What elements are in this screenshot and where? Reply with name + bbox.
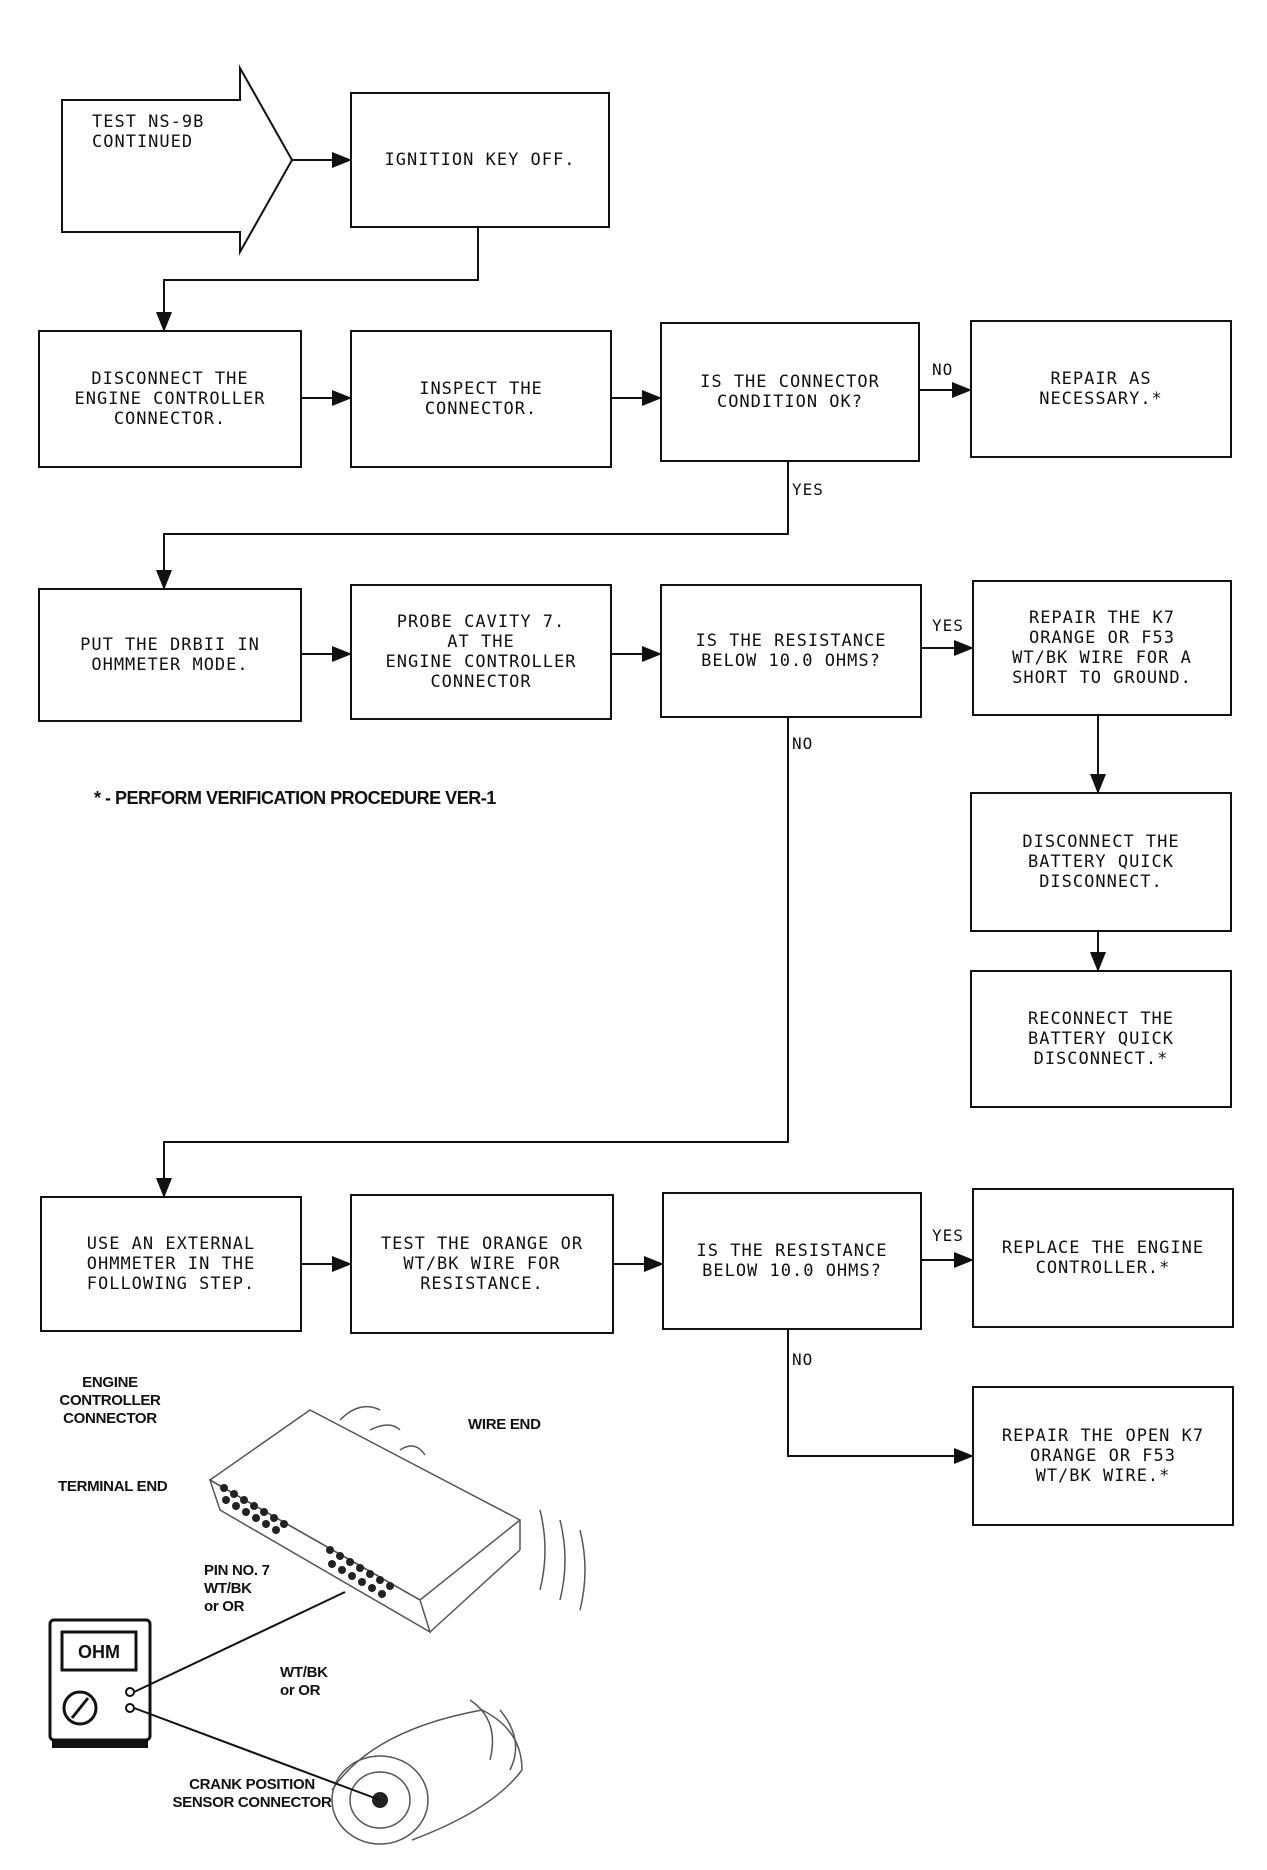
step-put-drbii: PUT THE DRBII IN OHMMETER MODE. bbox=[38, 588, 302, 722]
branch-no-2: NO bbox=[792, 734, 814, 753]
verification-footnote: * - PERFORM VERIFICATION PROCEDURE VER-1 bbox=[94, 788, 496, 808]
terminal-pins bbox=[220, 1484, 394, 1808]
decision-resistance-2: IS THE RESISTANCE BELOW 10.0 OHMS? bbox=[662, 1192, 922, 1330]
wire-end-label: WIRE END bbox=[468, 1416, 541, 1433]
step-repair-short: REPAIR THE K7 ORANGE OR F53 WT/BK WIRE F… bbox=[972, 580, 1232, 716]
start-arrow-shape bbox=[61, 64, 294, 256]
pin-no7-label: PIN NO. 7 WT/BK or OR bbox=[204, 1562, 270, 1615]
step-disconnect-battery: DISCONNECT THE BATTERY QUICK DISCONNECT. bbox=[970, 792, 1232, 932]
branch-yes-1: YES bbox=[792, 480, 824, 499]
step-inspect-connector: INSPECT THE CONNECTOR. bbox=[350, 330, 612, 468]
ohmmeter-icon bbox=[48, 1618, 152, 1748]
step-ignition-off: IGNITION KEY OFF. bbox=[350, 92, 610, 228]
connector-illustration: OHM bbox=[48, 1405, 586, 1845]
start-arrow-label: TEST NS-9B CONTINUED bbox=[92, 112, 205, 152]
terminal-end-label: TERMINAL END bbox=[58, 1478, 168, 1495]
decision-connector-ok: IS THE CONNECTOR CONDITION OK? bbox=[660, 322, 920, 462]
meter-display-text: OHM bbox=[78, 1642, 120, 1662]
step-probe-cavity: PROBE CAVITY 7. AT THE ENGINE CONTROLLER… bbox=[350, 584, 612, 720]
crank-sensor-label: CRANK POSITION SENSOR CONNECTOR bbox=[172, 1776, 332, 1811]
step-repair-open: REPAIR THE OPEN K7 ORANGE OR F53 WT/BK W… bbox=[972, 1386, 1234, 1526]
branch-no-3: NO bbox=[792, 1350, 814, 1369]
branch-yes-3: YES bbox=[932, 1226, 964, 1245]
step-test-wire: TEST THE ORANGE OR WT/BK WIRE FOR RESIST… bbox=[350, 1194, 614, 1334]
decision-resistance-1: IS THE RESISTANCE BELOW 10.0 OHMS? bbox=[660, 584, 922, 718]
engine-controller-connector-label: ENGINE CONTROLLER CONNECTOR bbox=[59, 1374, 161, 1427]
step-replace-controller: REPLACE THE ENGINE CONTROLLER.* bbox=[972, 1188, 1234, 1328]
step-repair-as-necessary: REPAIR AS NECESSARY.* bbox=[970, 320, 1232, 458]
step-disconnect-controller: DISCONNECT THE ENGINE CONTROLLER CONNECT… bbox=[38, 330, 302, 468]
step-use-external-ohmmeter: USE AN EXTERNAL OHMMETER IN THE FOLLOWIN… bbox=[40, 1196, 302, 1332]
branch-no-1: NO bbox=[932, 360, 954, 379]
step-reconnect-battery: RECONNECT THE BATTERY QUICK DISCONNECT.* bbox=[970, 970, 1232, 1108]
wtbk-or-or-label: WT/BK or OR bbox=[280, 1664, 328, 1699]
branch-yes-2: YES bbox=[932, 616, 964, 635]
